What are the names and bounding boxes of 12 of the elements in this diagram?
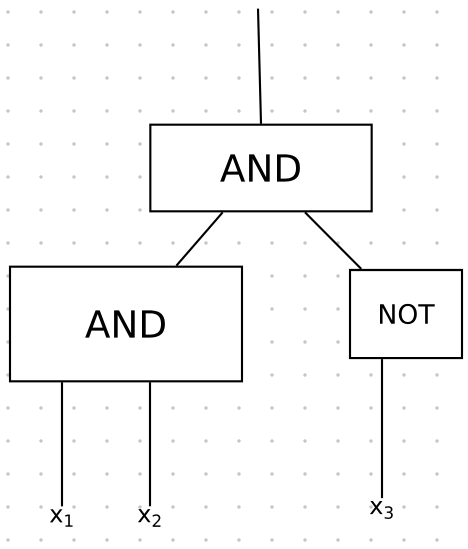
input-label: x$_{3}$ (370, 501, 393, 519)
connector-line (256, 8, 262, 124)
gate-box: NOT (348, 268, 464, 360)
gate-box: AND (8, 266, 244, 382)
connector-line (148, 382, 152, 506)
connector-line (176, 212, 224, 266)
connector-line (380, 359, 384, 498)
input-label: x$_{2}$ (138, 509, 160, 527)
gate-box: AND (149, 124, 373, 212)
input-label: x$_{1}$ (50, 509, 73, 527)
connector-line (60, 382, 64, 506)
connector-line (304, 212, 362, 270)
